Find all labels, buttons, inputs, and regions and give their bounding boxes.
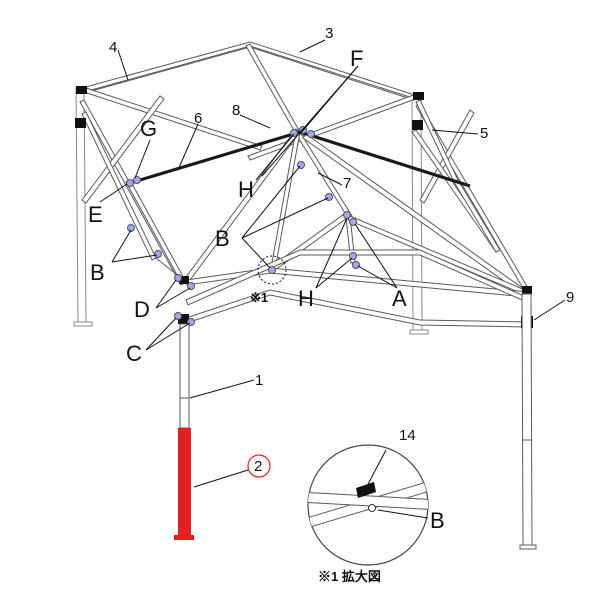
label-joint-G: G — [140, 116, 157, 141]
label-part-8: 8 — [232, 102, 240, 119]
detail-inset — [307, 444, 429, 566]
roof-frame — [79, 41, 529, 328]
label-joint-B-center: B — [215, 226, 230, 251]
part-2-circle — [247, 454, 271, 478]
label-part-9: 9 — [566, 289, 574, 306]
label-part-5: 5 — [480, 125, 488, 142]
detail-ref-marker: ※1 — [250, 290, 268, 305]
detail-ref-circle — [257, 255, 287, 285]
label-joint-E: E — [88, 202, 103, 227]
label-part-3: 3 — [325, 25, 333, 42]
label-part-6: 6 — [194, 110, 202, 127]
label-joint-B-left: B — [90, 260, 105, 285]
label-joint-D: D — [134, 297, 150, 322]
front-left-leg-upper — [179, 323, 190, 429]
label-joint-H-lower: H — [298, 286, 314, 311]
label-part-2: 2 — [254, 458, 262, 475]
joint-points — [126, 126, 360, 326]
label-joint-F: F — [350, 46, 363, 71]
front-right-leg — [519, 293, 537, 550]
leader-lines — [99, 39, 566, 488]
label-joint-C: C — [126, 341, 142, 366]
label-joint-A: A — [392, 286, 407, 311]
part-number-labels: 4 3 8 5 6 7 9 1 14 2 — [109, 25, 574, 478]
detail-caption: ※1 拡大図 — [318, 569, 381, 584]
label-joint-B-detail: B — [430, 508, 445, 533]
joint-letter-labels: F G E H B B D C H A B — [88, 46, 445, 533]
label-joint-H-upper: H — [238, 177, 254, 202]
label-part-7: 7 — [343, 175, 351, 192]
label-part-4: 4 — [109, 39, 117, 56]
front-left-leg-lower-highlighted — [174, 428, 194, 540]
label-part-14: 14 — [399, 427, 416, 444]
label-part-1: 1 — [255, 372, 263, 389]
